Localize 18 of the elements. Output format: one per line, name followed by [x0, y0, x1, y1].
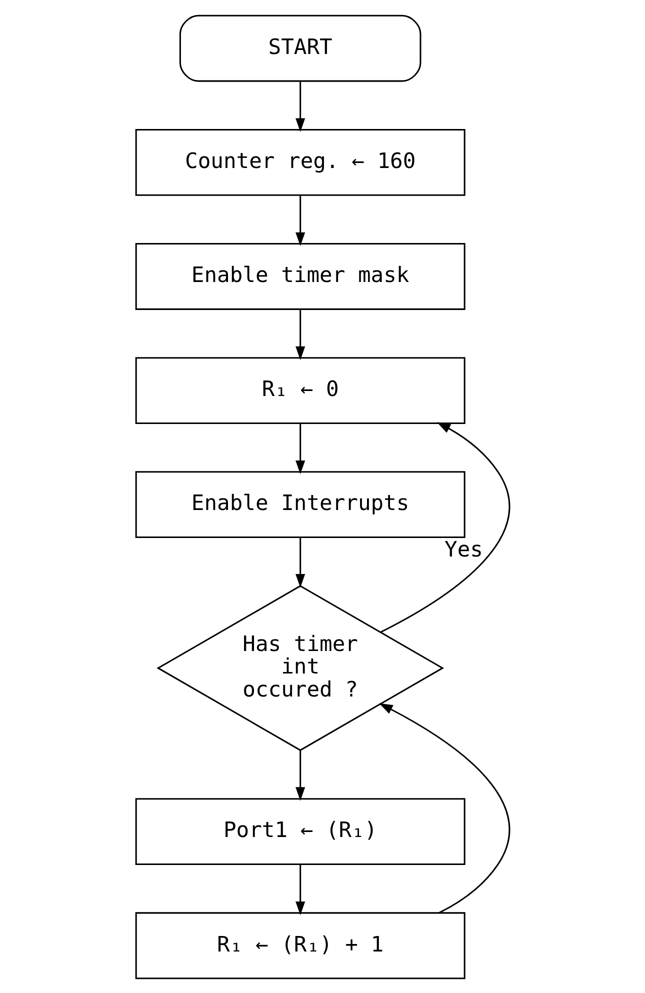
- node-box: Enable Interrupts: [134, 470, 465, 538]
- node-box: Counter reg. ← 160: [134, 128, 465, 196]
- node-box: Port1 ← (R₁): [134, 798, 465, 865]
- arrow: [295, 750, 305, 800]
- arrow: [295, 309, 305, 360]
- node-box: START: [178, 14, 421, 82]
- arrow: [295, 423, 305, 474]
- arrow: [295, 864, 305, 915]
- node-box: R₁ ← (R₁) + 1: [134, 912, 465, 979]
- arrow: [295, 194, 305, 246]
- node-box: Enable timer mask: [134, 242, 465, 310]
- edge-label: Yes: [444, 537, 482, 562]
- arrow: [295, 536, 305, 588]
- node-box: R₁ ← 0: [134, 356, 465, 424]
- arrow: [378, 702, 510, 914]
- arrow: [380, 422, 510, 632]
- node-diamond: Has timer int occured ?: [156, 584, 444, 751]
- arrow: [295, 80, 305, 132]
